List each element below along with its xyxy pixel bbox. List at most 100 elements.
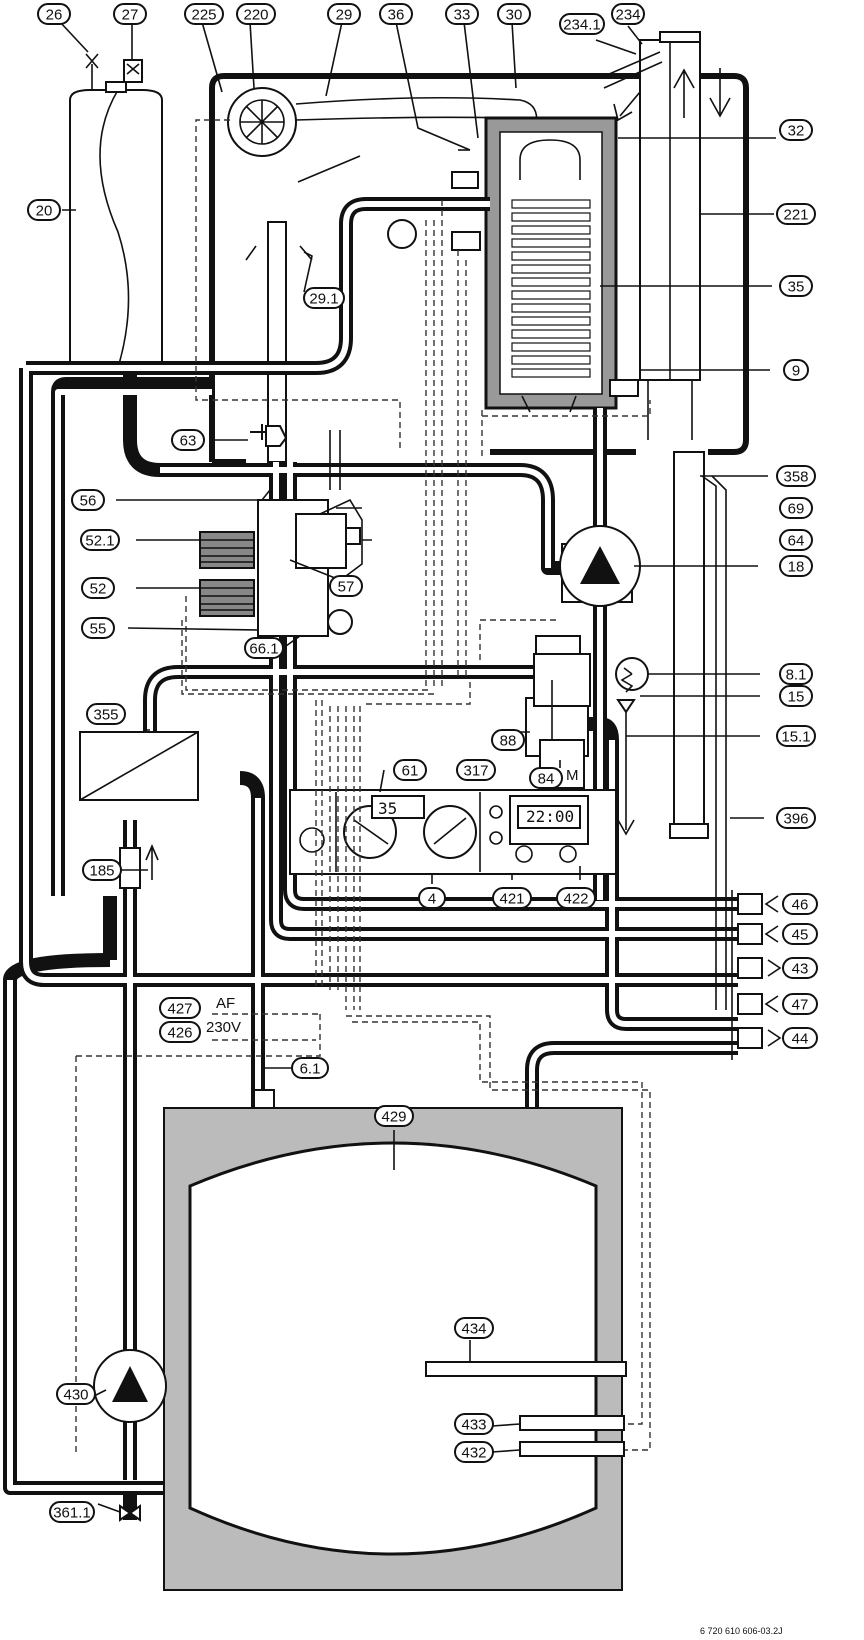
callout-27: 27 bbox=[113, 3, 147, 25]
callout-text: 225 bbox=[191, 7, 216, 24]
callout-358: 358 bbox=[776, 465, 816, 487]
callout-18: 18 bbox=[779, 555, 813, 577]
motor-label: M bbox=[566, 767, 579, 784]
callout-56: 56 bbox=[71, 489, 105, 511]
heat-exchanger-fin bbox=[511, 329, 591, 339]
leader-lines bbox=[59, 21, 776, 1513]
storage-tank bbox=[163, 1107, 623, 1591]
callout-6-1: 6.1 bbox=[291, 1057, 329, 1079]
callout-text: 52.1 bbox=[85, 533, 114, 550]
callout-185: 185 bbox=[82, 859, 122, 881]
callout-433: 433 bbox=[454, 1413, 494, 1435]
callout-361-1: 361.1 bbox=[49, 1501, 95, 1523]
callout-text: 69 bbox=[788, 501, 805, 518]
callout-text: 427 bbox=[167, 1001, 192, 1018]
gas-valve-coil-2 bbox=[199, 579, 255, 617]
return-sensor bbox=[609, 379, 639, 397]
flue-damper bbox=[599, 51, 663, 89]
callout-355: 355 bbox=[86, 703, 126, 725]
callout-text: 36 bbox=[388, 7, 405, 24]
callout-427: 427 bbox=[159, 997, 201, 1019]
callout-33: 33 bbox=[445, 3, 479, 25]
callout-text: 47 bbox=[792, 997, 809, 1014]
heat-exchanger-fin bbox=[511, 368, 591, 378]
callout-text: 30 bbox=[506, 7, 523, 24]
expansion-vessel bbox=[69, 64, 163, 375]
tank-temperature-sensor bbox=[253, 1089, 275, 1109]
callout-45: 45 bbox=[782, 923, 818, 945]
callout-text: 66.1 bbox=[249, 641, 278, 658]
callout-32: 32 bbox=[779, 119, 813, 141]
callout-43: 43 bbox=[782, 957, 818, 979]
callout-46: 46 bbox=[782, 893, 818, 915]
flow-temperature-sensor bbox=[451, 171, 479, 189]
callout-44: 44 bbox=[782, 1027, 818, 1049]
callout-30: 30 bbox=[497, 3, 531, 25]
callout-225: 225 bbox=[184, 3, 224, 25]
callout-text: 44 bbox=[792, 1031, 809, 1048]
callout-234: 234 bbox=[611, 3, 645, 25]
heat-exchanger-fin bbox=[511, 264, 591, 274]
connection-markers bbox=[731, 890, 782, 1060]
callout-text: 234.1 bbox=[563, 17, 601, 34]
callout-text: 29 bbox=[336, 7, 353, 24]
callout-29-1: 29.1 bbox=[303, 287, 345, 309]
callout-64: 64 bbox=[779, 529, 813, 551]
callout-text: 433 bbox=[461, 1417, 486, 1434]
callout-15-1: 15.1 bbox=[776, 725, 816, 747]
tank-sensor-lower bbox=[519, 1441, 625, 1457]
callout-55: 55 bbox=[81, 617, 115, 639]
callout-text: 45 bbox=[792, 927, 809, 944]
heat-exchanger-fin bbox=[511, 199, 591, 209]
heat-exchanger-fin bbox=[511, 238, 591, 248]
voltage-label: 230V bbox=[206, 1019, 241, 1036]
callout-text: 434 bbox=[461, 1321, 486, 1338]
temperature-knob-hot-water bbox=[423, 805, 477, 859]
callout-text: 432 bbox=[461, 1445, 486, 1462]
callout-text: 20 bbox=[36, 203, 53, 220]
callout-text: 29.1 bbox=[309, 291, 338, 308]
callout-text: 358 bbox=[783, 469, 808, 486]
siphon-pipe bbox=[669, 451, 727, 1010]
vent-valve bbox=[85, 53, 99, 69]
callout-35: 35 bbox=[779, 275, 813, 297]
callout-396: 396 bbox=[776, 807, 816, 829]
callout-text: 355 bbox=[93, 707, 118, 724]
gas-valve-coil-1 bbox=[199, 531, 255, 569]
flue-arrows bbox=[613, 68, 731, 122]
callout-text: 55 bbox=[90, 621, 107, 638]
callout-text: 317 bbox=[463, 763, 488, 780]
callout-8-1: 8.1 bbox=[779, 663, 813, 685]
callout-221: 221 bbox=[776, 203, 816, 225]
anode bbox=[425, 1361, 627, 1377]
callout-426: 426 bbox=[159, 1021, 201, 1043]
burner-flame-arrows bbox=[521, 395, 577, 413]
callout-432: 432 bbox=[454, 1441, 494, 1463]
heat-exchanger-fin bbox=[511, 212, 591, 222]
callout-52: 52 bbox=[81, 577, 115, 599]
diverter-valve bbox=[525, 635, 591, 789]
callout-text: 421 bbox=[499, 891, 524, 908]
safety-valve bbox=[616, 673, 636, 836]
figure-reference: 6 720 610 606-03.2J bbox=[700, 1626, 783, 1636]
callout-36: 36 bbox=[379, 3, 413, 25]
callout-text: 422 bbox=[563, 891, 588, 908]
callout-text: 234 bbox=[615, 7, 640, 24]
gas-nozzle bbox=[250, 424, 288, 447]
callout-422: 422 bbox=[556, 887, 596, 909]
callout-20: 20 bbox=[27, 199, 61, 221]
callout-47: 47 bbox=[782, 993, 818, 1015]
heat-exchanger-fin bbox=[511, 277, 591, 287]
callout-text: 56 bbox=[80, 493, 97, 510]
callout-text: 26 bbox=[46, 7, 63, 24]
callout-317: 317 bbox=[456, 759, 496, 781]
callout-text: 429 bbox=[381, 1109, 406, 1126]
tank-sensor-upper bbox=[519, 1415, 625, 1431]
timer-display: 22:00 bbox=[526, 807, 574, 826]
callout-text: 57 bbox=[338, 579, 355, 596]
callout-88: 88 bbox=[491, 729, 525, 751]
timer-module bbox=[489, 795, 589, 863]
overheat-sensor bbox=[451, 231, 481, 251]
